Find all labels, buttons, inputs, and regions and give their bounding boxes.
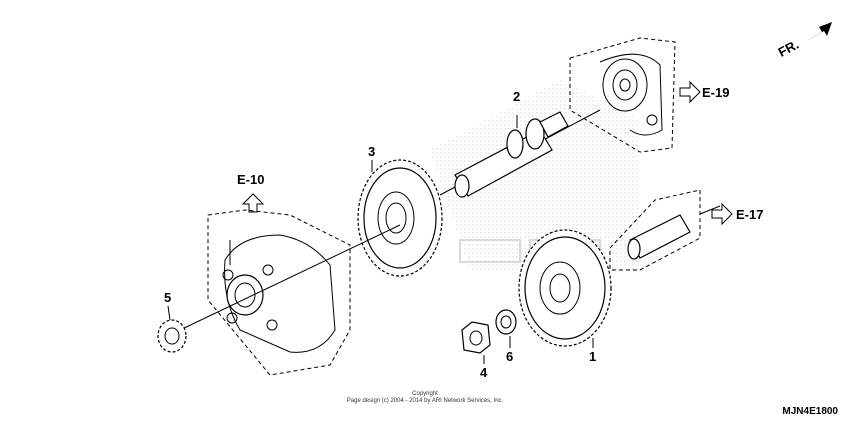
ref-arrow-e19: E-19 [679,80,729,104]
part-3-gear: 3 [357,144,443,277]
part-1-gear: 1 [518,229,612,364]
ref-e10: E-10 [237,172,264,187]
copyright-notice: Copyright Page design (c) 2004 - 2014 by… [347,391,504,404]
diagram-code: MJN4E1800 [782,406,838,417]
part-number-2: 2 [513,89,520,104]
part-number-3: 3 [368,144,375,159]
direction-label: FR. [776,37,802,60]
front-direction-arrow: FR. [776,22,832,60]
part-number-4: 4 [480,365,488,380]
part-5-nut: 5 [157,290,187,353]
part-2-shaft: 2 [439,89,601,198]
splined-shaft-assembly [609,189,721,271]
copyright-line-1: Copyright [412,391,438,397]
part-number-6: 6 [506,349,513,364]
ref-e17: E-17 [736,207,763,222]
part-number-5: 5 [164,290,171,305]
engine-case-assembly [179,209,401,376]
copyright-line-2: Page design (c) 2004 - 2014 by ARI Netwo… [347,398,504,404]
part-6-washer: 6 [495,309,517,364]
ref-arrow-e10: E-10 [237,172,264,213]
ref-arrow-e17: E-17 [711,202,763,226]
part-4-flange-nut: 4 [461,321,491,380]
cover-assembly [569,37,676,153]
part-number-1: 1 [589,349,596,364]
ref-e19: E-19 [702,85,729,100]
